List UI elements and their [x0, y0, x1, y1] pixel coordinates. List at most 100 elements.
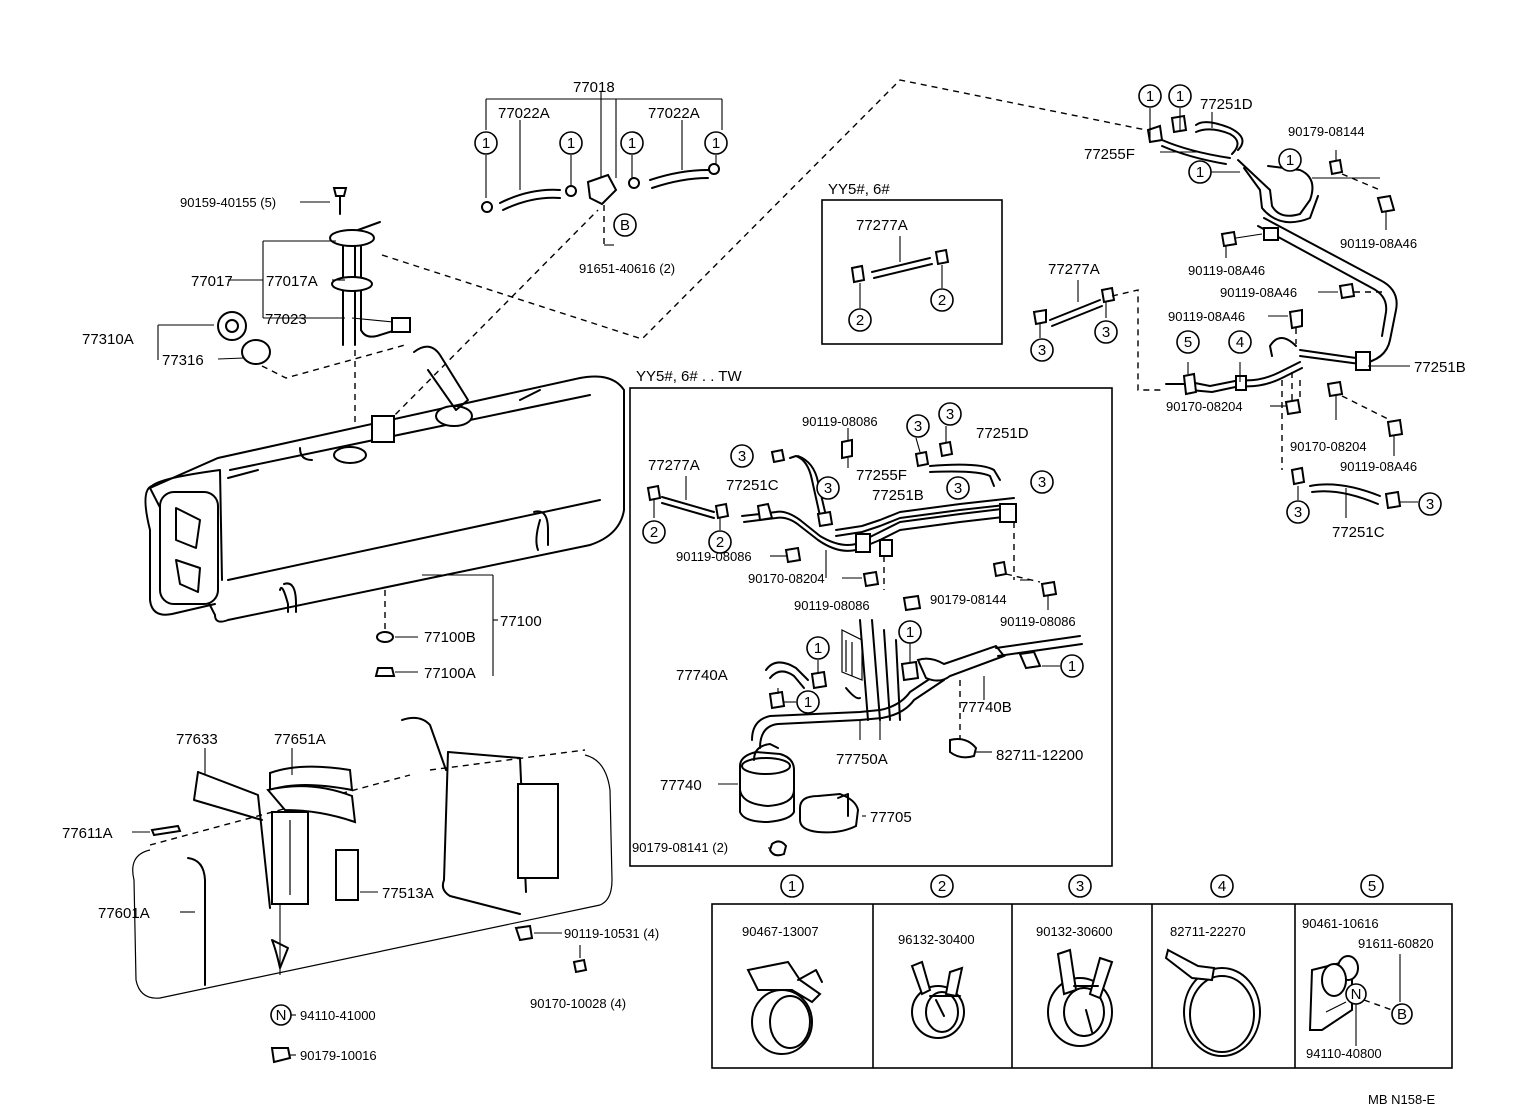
label-77611A: 77611A	[62, 825, 113, 842]
clamp-legend-table: 1 2 3 4 5 90467-13007 96132-30400 90132-…	[711, 874, 1453, 1069]
svg-text:4: 4	[1236, 334, 1244, 351]
callout-1: 1	[1168, 84, 1192, 108]
label-77277A-inset: 77277A	[648, 457, 700, 474]
inset-small-title: YY5#, 6#	[828, 181, 890, 198]
label-90179-08141: 90179-08141 (2)	[632, 840, 728, 855]
callout-3: 3	[1286, 500, 1310, 524]
label-77023: 77023	[265, 311, 307, 328]
callout-2: 2	[930, 288, 954, 312]
callout-3: 3	[1094, 320, 1118, 344]
svg-text:3: 3	[1076, 878, 1084, 895]
label-90179-08144-inset: 90179-08144	[930, 592, 1007, 607]
hose-77277A-mid	[1032, 280, 1164, 391]
callout-1: 1	[559, 131, 583, 155]
svg-text:1: 1	[1176, 88, 1184, 105]
label-90119-08086-c: 90119-08086	[794, 598, 870, 613]
label-77251C-inset: 77251C	[726, 477, 779, 494]
label-77022A-left: 77022A	[498, 105, 550, 122]
fuel-tank-main	[144, 345, 625, 677]
clamp-3-illustration	[1047, 948, 1114, 1047]
svg-text:1: 1	[1286, 152, 1294, 169]
svg-text:3: 3	[738, 448, 746, 465]
legend-part-3: 90132-30600	[1036, 924, 1113, 939]
label-77100A: 77100A	[424, 665, 476, 682]
fuel-lines-upper-right	[1146, 108, 1418, 518]
label-77601A: 77601A	[98, 905, 150, 922]
svg-text:1: 1	[628, 135, 636, 152]
svg-text:2: 2	[938, 878, 946, 895]
callout-1: 1	[1138, 84, 1162, 108]
label-77100: 77100	[500, 613, 542, 630]
callout-b: B	[1391, 1003, 1413, 1025]
svg-text:3: 3	[946, 406, 954, 423]
svg-text:3: 3	[954, 480, 962, 497]
legend-header-5: 5	[1360, 874, 1384, 898]
label-77316: 77316	[162, 352, 204, 369]
callout-n: N	[1345, 983, 1367, 1005]
svg-text:1: 1	[712, 135, 720, 152]
diagram-code: MB N158-E	[1368, 1092, 1436, 1107]
label-77251C-right: 77251C	[1332, 524, 1385, 541]
callout-3: 3	[730, 444, 754, 468]
label-77251B-right: 77251B	[1414, 359, 1466, 376]
label-77310A: 77310A	[82, 331, 134, 348]
label-77018: 77018	[573, 79, 615, 96]
legend-header-1: 1	[780, 874, 804, 898]
svg-text:B: B	[620, 217, 630, 234]
legend-part-5c: 94110-40800	[1306, 1046, 1382, 1061]
svg-text:1: 1	[804, 694, 812, 711]
svg-text:5: 5	[1184, 334, 1192, 351]
callout-n: N	[270, 1004, 292, 1026]
callout-b: B	[613, 213, 637, 237]
label-90119-10531: 90119-10531 (4)	[564, 926, 659, 941]
svg-text:2: 2	[716, 534, 724, 551]
inset-large-title: YY5#, 6# . . TW	[636, 368, 742, 385]
svg-text:2: 2	[650, 524, 658, 541]
label-77251D-inset: 77251D	[976, 425, 1029, 442]
fuel-sender-gauge	[228, 187, 411, 346]
label-90179-08144-top: 90179-08144	[1288, 124, 1365, 139]
label-90119-08A46-a: 90119-08A46	[1340, 236, 1417, 251]
inset-variant-large	[629, 387, 1113, 867]
label-94110-41000: 94110-41000	[300, 1008, 376, 1023]
callout-5: 5	[1176, 330, 1200, 354]
label-77100B: 77100B	[424, 629, 476, 646]
callouts: 1 1 1 1 B 2 2 3 3 1 1 1 1 5 4 3 3 3 3 3 …	[270, 84, 1442, 1026]
label-77513A: 77513A	[382, 885, 434, 902]
label-77022A-right: 77022A	[648, 105, 700, 122]
legend-part-5b: 91611-60820	[1358, 936, 1434, 951]
label-90170-08204-inset: 90170-08204	[748, 571, 825, 586]
label-77255F-inset: 77255F	[856, 467, 907, 484]
legend-part-1: 90467-13007	[742, 924, 819, 939]
svg-text:3: 3	[824, 480, 832, 497]
legend-part-4: 82711-22270	[1170, 924, 1246, 939]
svg-text:1: 1	[1146, 88, 1154, 105]
svg-text:2: 2	[938, 292, 946, 309]
callout-2: 2	[848, 308, 872, 332]
label-77277A-mid: 77277A	[1048, 261, 1100, 278]
callout-3: 3	[938, 402, 962, 426]
callout-1: 1	[704, 131, 728, 155]
svg-text:1: 1	[788, 878, 796, 895]
legend-header-4: 4	[1210, 874, 1234, 898]
svg-text:2: 2	[856, 312, 864, 329]
clamp-1-illustration	[746, 960, 823, 1055]
callout-3: 3	[816, 476, 840, 500]
clamp-2-illustration	[910, 960, 965, 1039]
svg-text:3: 3	[1294, 504, 1302, 521]
svg-text:1: 1	[906, 624, 914, 641]
svg-text:N: N	[1351, 986, 1362, 1003]
svg-text:1: 1	[1196, 164, 1204, 181]
callout-4: 4	[1228, 330, 1252, 354]
svg-text:3: 3	[914, 418, 922, 435]
label-77251B-inset: 77251B	[872, 487, 924, 504]
label-90119-08086-a: 90119-08086	[802, 414, 878, 429]
callout-1: 1	[806, 636, 830, 660]
callout-1: 1	[1188, 160, 1212, 184]
callout-1: 1	[620, 131, 644, 155]
label-77740A: 77740A	[676, 667, 728, 684]
label-90159-40155: 90159-40155 (5)	[180, 195, 276, 210]
label-90119-08A46-b: 90119-08A46	[1188, 263, 1265, 278]
callout-1: 1	[796, 690, 820, 714]
svg-text:N: N	[276, 1007, 287, 1024]
